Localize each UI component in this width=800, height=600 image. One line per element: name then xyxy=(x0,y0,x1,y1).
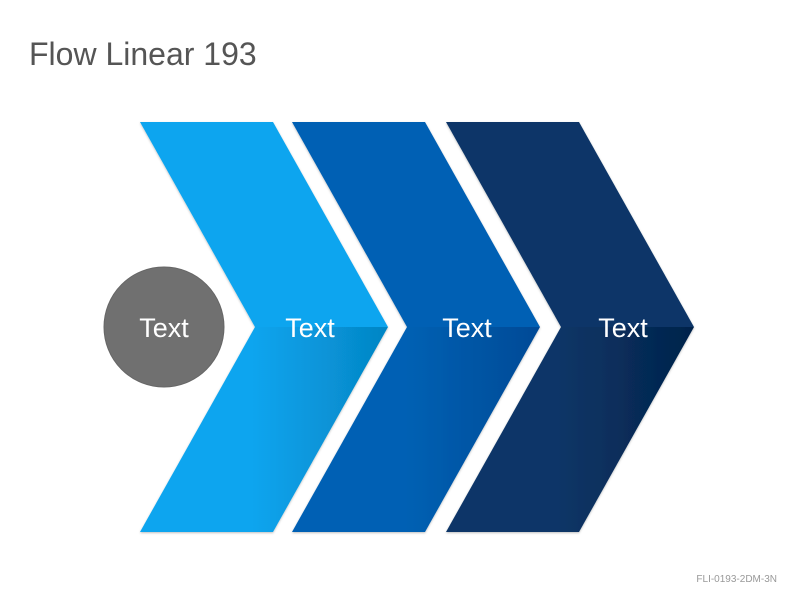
chevron-3-label: Text xyxy=(598,313,648,343)
chevron-2-top xyxy=(292,122,540,327)
chevron-1-top xyxy=(140,122,388,327)
start-circle xyxy=(103,266,225,388)
chevron-2-label: Text xyxy=(442,313,492,343)
slide-title: Flow Linear 193 xyxy=(29,36,257,72)
chevron-3-bottom xyxy=(446,327,694,532)
chevron-step-2 xyxy=(292,122,540,532)
chevron-1-bottom xyxy=(140,327,388,532)
chevron-1-label: Text xyxy=(285,313,335,343)
chevron-step-1 xyxy=(140,122,388,532)
start-node: Text xyxy=(103,266,225,388)
slide-code: FLI-0193-2DM-3N xyxy=(696,574,777,585)
chevron-2-bottom xyxy=(292,327,540,532)
chevron-step-3 xyxy=(446,122,694,532)
start-circle-label: Text xyxy=(139,313,189,343)
chevron-3-top xyxy=(446,122,694,327)
